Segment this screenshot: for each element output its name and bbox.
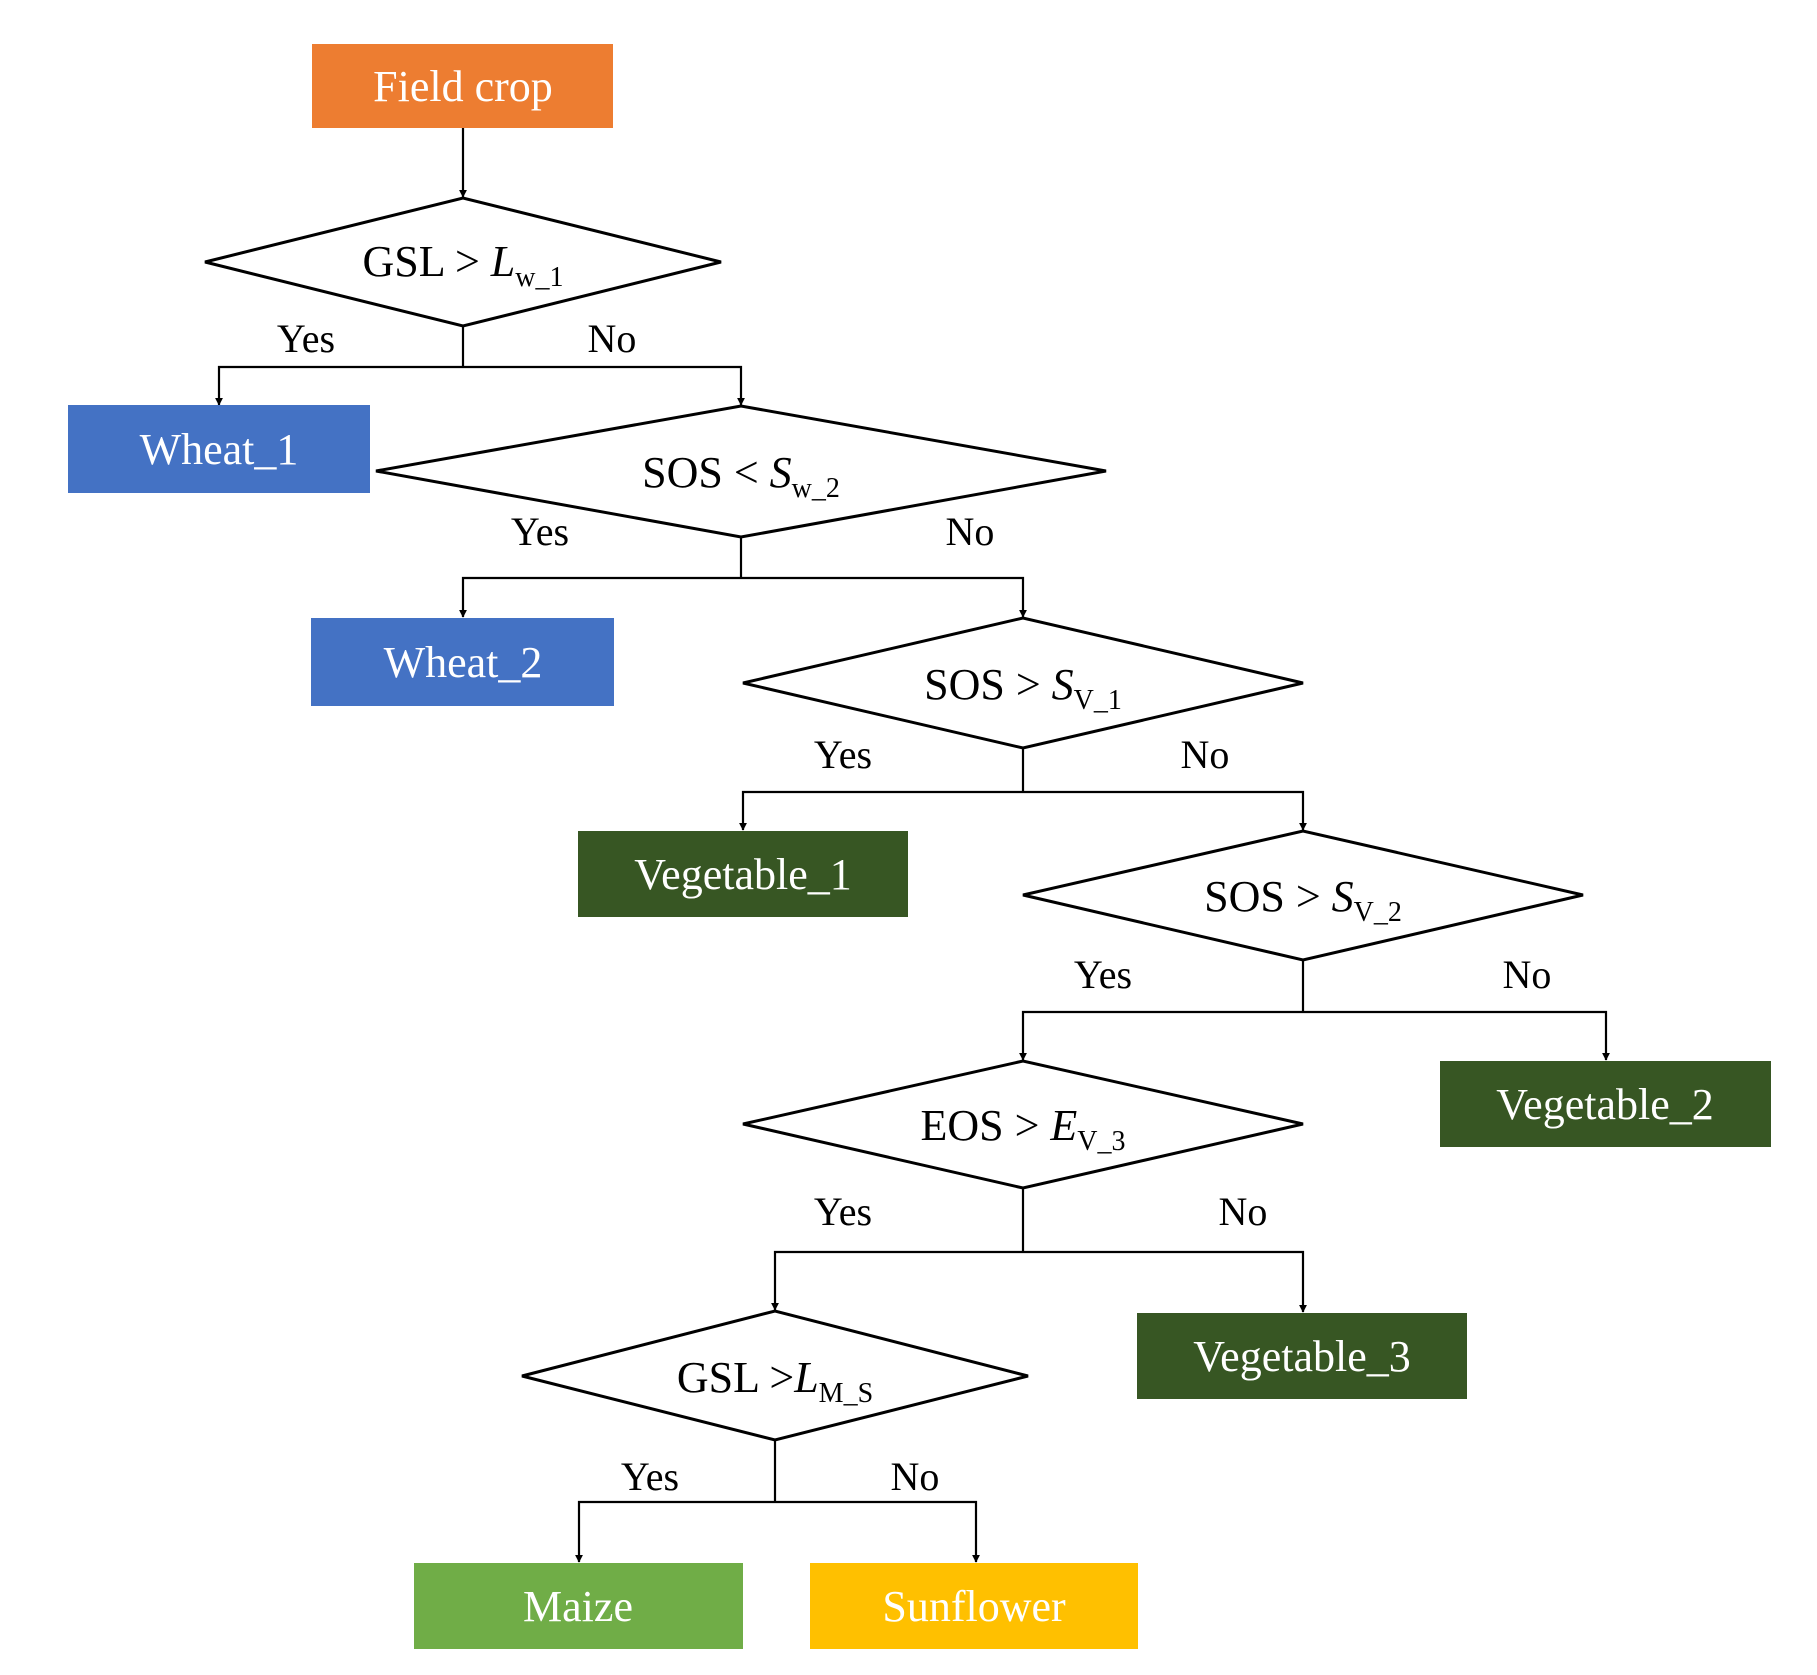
node-vegetable-3: Vegetable_3: [1137, 1313, 1467, 1399]
vegetable-2-box: [1440, 1061, 1771, 1147]
vegetable-2-label: Vegetable_2: [1496, 1080, 1713, 1129]
node-decision-3: SOS > SV_1: [742, 616, 1304, 750]
d1-yes-label: Yes: [277, 316, 335, 361]
field-crop-box: [312, 44, 613, 128]
d3-no-label: No: [1181, 732, 1230, 777]
decision-6-condition: GSL >LM_S: [677, 1353, 873, 1409]
wheat-1-box: [68, 405, 370, 493]
vegetable-1-label: Vegetable_1: [634, 850, 851, 899]
decision-4-condition: SOS > SV_2: [1204, 872, 1402, 928]
decision-4-diamond: [1022, 829, 1584, 962]
decision-1-diamond: [204, 196, 722, 328]
maize-box: [414, 1563, 743, 1649]
node-vegetable-2: Vegetable_2: [1440, 1061, 1771, 1147]
d1-no-label: No: [588, 316, 637, 361]
decision-1-condition: GSL > Lw_1: [362, 237, 563, 293]
d6-no-label: No: [891, 1454, 940, 1499]
d2-yes-label: Yes: [511, 509, 569, 554]
node-decision-2: SOS < Sw_2: [375, 404, 1107, 539]
sunflower-box: [810, 1563, 1138, 1649]
vegetable-3-label: Vegetable_3: [1193, 1332, 1410, 1381]
field-crop-label: Field crop: [373, 62, 553, 111]
wheat-1-label: Wheat_1: [140, 425, 299, 474]
vegetable-1-box: [578, 831, 908, 917]
d4-no-label: No: [1503, 952, 1552, 997]
node-wheat-2: Wheat_2: [311, 618, 614, 706]
node-decision-5: EOS > EV_3: [742, 1059, 1304, 1190]
edge-d3-yes: [739, 790, 1023, 831]
maize-label: Maize: [523, 1582, 633, 1631]
decision-5-condition: EOS > EV_3: [920, 1101, 1125, 1157]
d2-no-label: No: [946, 509, 995, 554]
edge-d5-yes: [771, 1250, 1023, 1311]
vegetable-3-box: [1137, 1313, 1467, 1399]
decision-2-diamond: [375, 404, 1107, 539]
edge-d2-yes: [459, 576, 741, 618]
d5-yes-label: Yes: [814, 1189, 872, 1234]
decision-5-diamond: [742, 1059, 1304, 1190]
edge-d1-yes: [215, 365, 463, 406]
wheat-2-label: Wheat_2: [384, 638, 543, 687]
d4-yes-label: Yes: [1074, 952, 1132, 997]
decision-6-diamond: [521, 1309, 1029, 1442]
node-decision-4: SOS > SV_2: [1022, 829, 1584, 962]
node-sunflower: Sunflower: [810, 1563, 1138, 1649]
node-decision-6: GSL >LM_S: [521, 1309, 1029, 1442]
edge-d4-yes: [1019, 1010, 1303, 1061]
node-maize: Maize: [414, 1563, 743, 1649]
edge-d2-no: [741, 576, 1027, 618]
decision-3-diamond: [742, 616, 1304, 750]
node-vegetable-1: Vegetable_1: [578, 831, 908, 917]
edge-d6-no: [775, 1500, 980, 1563]
edge-d5-no: [1023, 1250, 1307, 1313]
decision-2-condition: SOS < Sw_2: [642, 448, 840, 504]
node-wheat-1: Wheat_1: [68, 405, 370, 493]
wheat-2-box: [311, 618, 614, 706]
node-field-crop: Field crop: [312, 44, 613, 128]
node-decision-1: GSL > Lw_1: [204, 196, 722, 328]
edge-d6-yes: [575, 1500, 775, 1563]
edge-d1-no: [463, 365, 745, 406]
d5-no-label: No: [1219, 1189, 1268, 1234]
edge-d3-no: [1023, 790, 1307, 831]
edges: [215, 128, 1610, 1563]
branch-labels: Yes No Yes No Yes No Yes No Yes No Yes N…: [277, 316, 1552, 1499]
d6-yes-label: Yes: [621, 1454, 679, 1499]
edge-d4-no: [1303, 1010, 1610, 1061]
decision-3-condition: SOS > SV_1: [924, 660, 1122, 716]
d3-yes-label: Yes: [814, 732, 872, 777]
sunflower-label: Sunflower: [882, 1582, 1066, 1631]
